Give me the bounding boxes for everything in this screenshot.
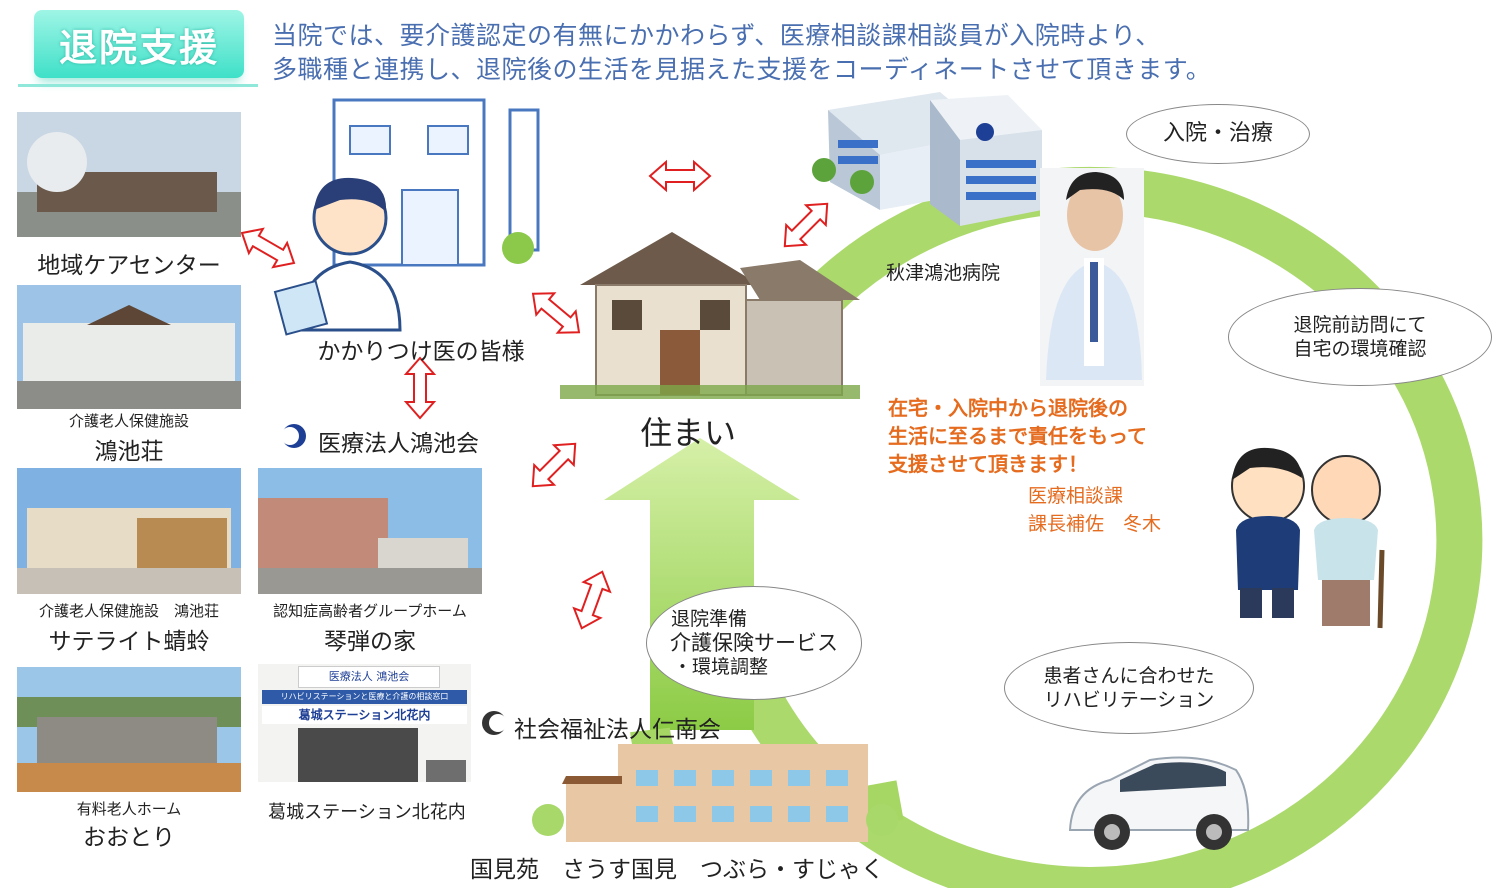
label-family-doctors: かかりつけ医の皆様 <box>317 339 525 365</box>
bubble-rehab-line-2: リハビリテーション <box>1043 689 1215 711</box>
link-arrow-welfare <box>567 566 617 634</box>
car-illustration <box>1068 756 1250 850</box>
caption-koichiso-sub: 介護老人保健施設 <box>68 412 189 430</box>
bubble-pre-discharge-visit: 退院前訪問にて 自宅の環境確認 <box>1228 288 1492 386</box>
photo-koichiso <box>17 285 241 409</box>
caption-community-care: 地域ケアセンター <box>37 253 221 279</box>
medical-corp-logo <box>281 424 306 448</box>
link-arrow-doctor-hospital <box>649 161 711 191</box>
welfare-facility-illustration <box>532 744 898 842</box>
caption-kotohiki-sub: 認知症高齢者グループホーム <box>273 602 467 620</box>
bubble-discharge-prep: 退院準備 介護保険サービス ・環境調整 <box>646 586 862 700</box>
caregiver-illustration <box>1231 447 1305 618</box>
caption-satellite-sub: 介護老人保健施設 鴻池荘 <box>38 602 219 620</box>
caption-kotohiki-name: 琴弾の家 <box>324 629 416 655</box>
bubble-admission-text: 入院・治療 <box>1162 121 1273 146</box>
staff-name: 課長補佐 冬木 <box>1028 513 1162 535</box>
title-badge: 退院支援 <box>34 10 244 78</box>
doctor-illustration <box>273 177 402 336</box>
staff-photo <box>1040 168 1144 386</box>
bubble-prep-line-2: 介護保険サービス <box>670 631 838 655</box>
caption-ootori-name: おおとり <box>83 825 175 851</box>
sign-service-line: リハビリステーションと医療と介護の相談窓口 <box>262 690 467 704</box>
photo-ootori <box>17 667 241 792</box>
elderly-illustration <box>1311 455 1385 629</box>
bubble-prep-line-1: 退院準備 <box>671 608 748 630</box>
staff-dept: 医療相談課 <box>1028 485 1124 507</box>
bubble-visit-line-1: 退院前訪問にて <box>1293 314 1427 336</box>
staff-credit: 医療相談課 課長補佐 冬木 <box>1028 482 1161 538</box>
intro-line-2: 多職種と連携し、退院後の生活を見据えた支援をコーディネートさせて頂きます。 <box>272 55 1212 84</box>
photo-community-care-center <box>17 112 241 237</box>
bubble-rehabilitation: 患者さんに合わせた リハビリテーション <box>1004 642 1254 734</box>
message-line-3: 支援させて頂きます！ <box>888 452 1088 476</box>
link-arrow-corp-home <box>521 432 587 498</box>
bubble-prep-line-3: ・環境調整 <box>673 656 769 678</box>
message-line-1: 在宅・入院中から退院後の <box>888 396 1128 420</box>
hospital-illustration <box>812 92 1042 226</box>
intro-line-1: 当院では、要介護認定の有無にかかわらず、医療相談課相談員が入院時より、 <box>272 21 1161 50</box>
label-welfare-facilities: 国見苑 さうす国見 つぶら・すじゃく <box>470 857 884 883</box>
photo-satellite <box>17 468 241 594</box>
message-line-2: 生活に至るまで責任をもって <box>888 424 1147 448</box>
bubble-rehab-line-1: 患者さんに合わせた <box>1043 665 1215 687</box>
caption-ootori-sub: 有料老人ホーム <box>76 800 182 818</box>
link-arrow-home-hospital <box>773 192 839 258</box>
bubble-admission: 入院・治療 <box>1126 104 1310 164</box>
caption-satellite-name: サテライト蜻蛉 <box>48 629 210 655</box>
sign-corp-name: 医療法人 鴻池会 <box>298 666 440 688</box>
link-arrow-community <box>234 219 302 277</box>
caption-koichiso-name: 鴻池荘 <box>94 439 164 465</box>
title-underline <box>18 84 258 87</box>
label-welfare-corp: 社会福祉法人仁南会 <box>514 717 721 743</box>
link-arrow-doctor-corp <box>405 357 435 419</box>
welfare-corp-logo <box>482 711 507 735</box>
sign-station-name: 葛城ステーション北花内 <box>262 706 467 724</box>
home-illustration <box>560 232 860 399</box>
title-text: 退院支援 <box>58 25 219 70</box>
hospital-message: 在宅・入院中から退院後の 生活に至るまで責任をもって 支援させて頂きます！ <box>888 394 1147 478</box>
photo-katsuragi: 医療法人 鴻池会 リハビリステーションと医療と介護の相談窓口 葛城ステーション北… <box>258 664 471 782</box>
caption-katsuragi: 葛城ステーション北花内 <box>268 802 466 823</box>
label-home: 住まい <box>640 414 737 452</box>
bubble-visit-line-2: 自宅の環境確認 <box>1293 338 1427 360</box>
photo-kotohiki <box>258 468 482 594</box>
label-hospital: 秋津鴻池病院 <box>886 262 1001 284</box>
label-medical-corp: 医療法人鴻池会 <box>318 431 479 457</box>
